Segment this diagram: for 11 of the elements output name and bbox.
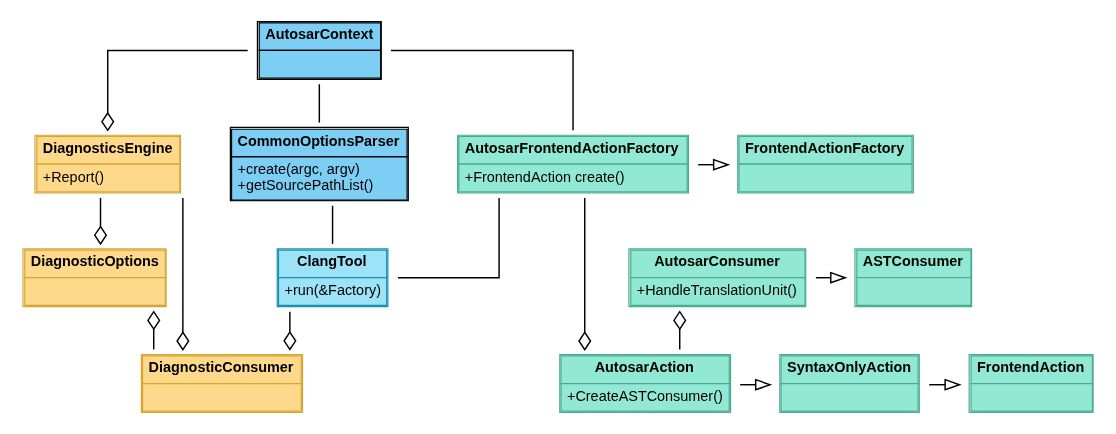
connector: [93, 197, 108, 246]
connector: [390, 49, 574, 132]
connector: [397, 197, 500, 279]
connector: [147, 310, 161, 351]
connector: [101, 49, 249, 132]
connector: [318, 83, 321, 124]
connector: [283, 311, 297, 351]
connector: [578, 197, 592, 351]
connector: [176, 197, 190, 351]
connector: [331, 205, 334, 245]
connector: [673, 310, 687, 351]
